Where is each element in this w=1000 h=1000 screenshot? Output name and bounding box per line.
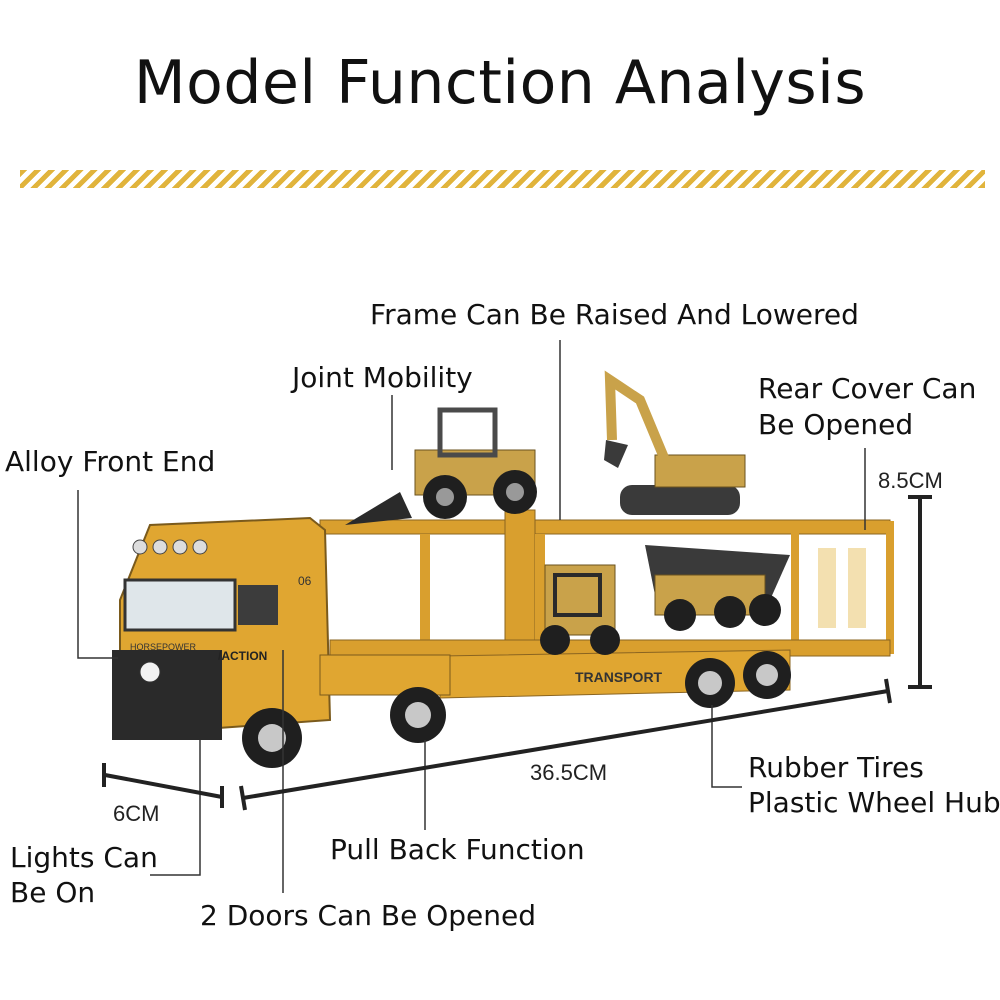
frame-post (535, 534, 545, 654)
cab-number: 06 (298, 574, 312, 588)
pull-back-label: Pull Back Function (330, 833, 585, 866)
front-grille (112, 650, 222, 740)
toy-dump-truck (645, 545, 790, 631)
rear-cover-window (818, 548, 836, 628)
doors-label: 2 Doors Can Be Opened (200, 899, 537, 932)
transport-text: TRANSPORT (575, 669, 663, 685)
toy-loader (345, 407, 537, 525)
width-dimension-text: 6CM (113, 801, 160, 826)
side-window (238, 585, 278, 625)
rear-cover-window (848, 548, 866, 628)
frame-post (420, 534, 430, 644)
roof-light (132, 539, 148, 555)
frame-post (504, 509, 536, 656)
length-dimension-text: 36.5CM (530, 760, 608, 785)
roof-light (172, 539, 188, 555)
hazard-stripe-divider (20, 170, 985, 188)
horsepower-text: HORSEPOWER (130, 642, 197, 652)
rear-cover-label-line1: Rear Cover Can (758, 372, 977, 405)
width-dimension-line (104, 773, 223, 799)
tires-leader-line (711, 705, 742, 788)
tires-label-line2: Plastic Wheel Hub (748, 786, 1000, 819)
windshield (123, 578, 237, 632)
roof-light (152, 539, 168, 555)
cab-wheel-rear (390, 687, 446, 743)
page-title: Model Function Analysis (133, 48, 867, 118)
trailer-wheel (685, 658, 735, 708)
height-dimension-text: 8.5CM (878, 468, 943, 493)
toy-excavator (604, 370, 746, 515)
frame-label: Frame Can Be Raised And Lowered (370, 298, 859, 331)
lights-leader-line (150, 740, 201, 876)
alloy-front-label: Alloy Front End (5, 445, 216, 478)
alloy-leader-line (77, 490, 118, 659)
tires-label-line1: Rubber Tires (748, 751, 924, 784)
lights-label-line1: Lights Can (10, 841, 158, 874)
cab-wheel-front (242, 708, 302, 768)
grille-emblem (139, 661, 161, 683)
length-dimension-line (242, 689, 889, 800)
toy-forklift (540, 564, 620, 655)
roof-light (192, 539, 208, 555)
cab-rear-body (319, 654, 451, 696)
rear-cover-label-line2: Be Opened (758, 408, 914, 441)
trailer-wheel (743, 651, 791, 699)
action-text: /ACTION (218, 649, 267, 663)
joint-mobility-label: Joint Mobility (292, 361, 473, 394)
lights-label-line2: Be On (10, 876, 96, 909)
